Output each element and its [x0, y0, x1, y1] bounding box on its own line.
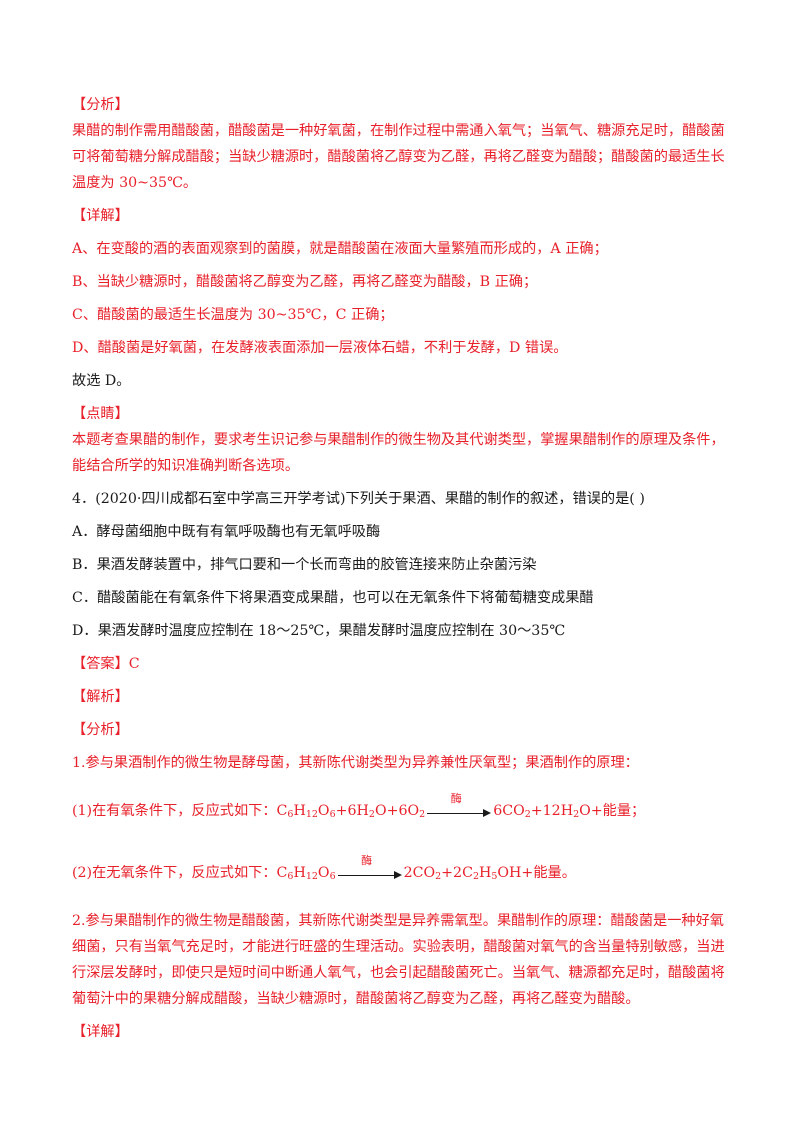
point-2-line-1: 2.参与果醋制作的微生物是醋酸菌，其新陈代谢类型是异养需氧型。果醋制作的原理：醋…	[72, 913, 724, 929]
equation-anaerobic-left: C6H12O6	[276, 865, 336, 882]
reaction-arrow-icon: 酶	[337, 854, 402, 886]
comment-line-2: 能结合所学的知识准确判断各选项。	[72, 458, 300, 474]
reaction-arrow-icon: 酶	[427, 792, 492, 824]
equation-anaerobic-prefix: (2)在无氧条件下，反应式如下：	[72, 865, 277, 881]
question-4-stem: 4．(2020·四川成都石室中学高三开学考试)下列关于果酒、果醋的制作的叙述，错…	[72, 491, 645, 507]
point-2-line-4: 葡萄汁中的果糖分解成醋酸，当缺少糖源时，醋酸菌将乙醇变为乙醛，再将乙醛变为醋酸。	[72, 991, 640, 1007]
analysis-line-2: 可将葡萄糖分解成醋酸；当缺少糖源时，醋酸菌将乙醇变为乙醛，再将乙醛变为醋酸；醋酸…	[72, 149, 725, 165]
equation-anaerobic: (2)在无氧条件下，反应式如下： C6H12O6 酶 2CO2+2C2H5OH+…	[72, 854, 732, 886]
analysis-line-3: 温度为 30~35℃。	[72, 175, 198, 191]
equation-aerobic: (1)在有氧条件下，反应式如下： C6H12O6+6H2O+6O2 酶 6CO2…	[72, 792, 732, 824]
detail-heading-2: 【详解】	[72, 1024, 129, 1040]
answer: 【答案】C	[72, 656, 140, 672]
analysis-line-1: 果醋的制作需用醋酸菌，醋酸菌是一种好氧菌，在制作过程中需通入氧气；当氧气、糖源充…	[72, 123, 725, 139]
equation-aerobic-right: 6CO2+12H2O+能量；	[493, 803, 646, 820]
document-page: 【分析】 果醋的制作需用醋酸菌，醋酸菌是一种好氧菌，在制作过程中需通入氧气；当氧…	[72, 92, 732, 1045]
analysis-heading: 【分析】	[72, 97, 129, 113]
detail-option-d: D、醋酸菌是好氧菌，在发酵液表面添加一层液体石蜡，不利于发酵，D 错误。	[72, 340, 568, 356]
detail-option-a: A、在变酸的酒的表面观察到的菌膜，就是醋酸菌在液面大量繁殖而形成的，A 正确；	[72, 241, 608, 257]
equation-anaerobic-right: 2CO2+2C2H5OH+能量。	[403, 865, 576, 882]
question-4-option-b: B．果酒发酵装置中，排气口要和一个长而弯曲的胶管连接来防止杂菌污染	[72, 557, 537, 573]
point-1: 1.参与果酒制作的微生物是酵母菌，其新陈代谢类型为异养兼性厌氧型；果酒制作的原理…	[72, 755, 639, 771]
comment-heading: 【点睛】	[72, 406, 129, 422]
equation-aerobic-left: C6H12O6+6H2O+6O2	[276, 803, 426, 820]
point-2-line-3: 行深层发酵时，即使只是短时间中断通人氧气，也会引起醋酸菌死亡。当氧气、糖源都充足…	[72, 965, 725, 981]
explain-heading: 【解析】	[72, 689, 129, 705]
detail-option-c: C、醋酸菌的最适生长温度为 30~35℃，C 正确；	[72, 307, 394, 323]
comment-line-1: 本题考查果醋的制作，要求考生识记参与果醋制作的微生物及其代谢类型，掌握果醋制作的…	[72, 432, 725, 448]
question-4-option-a: A．酵母菌细胞中既有有氧呼吸酶也有无氧呼吸酶	[72, 524, 381, 540]
question-4-option-d: D．果酒发酵时温度应控制在 18～25℃，果醋发酵时温度应控制在 30～35℃	[72, 623, 566, 639]
enzyme-label: 酶	[450, 792, 462, 805]
point-2-line-2: 细菌，只有当氧气充足时，才能进行旺盛的生理活动。实验表明，醋酸菌对氧气的含当量特…	[72, 939, 725, 955]
conclusion: 故选 D。	[72, 373, 131, 389]
detail-option-b: B、当缺少糖源时，醋酸菌将乙醇变为乙醛，再将乙醛变为醋酸，B 正确；	[72, 274, 538, 290]
analysis-heading-2: 【分析】	[72, 722, 129, 738]
question-4-option-c: C．醋酸菌能在有氧条件下将果酒变成果醋，也可以在无氧条件下将葡萄糖变成果醋	[72, 590, 594, 606]
detail-heading: 【详解】	[72, 208, 129, 224]
enzyme-label: 酶	[361, 854, 373, 867]
equation-aerobic-prefix: (1)在有氧条件下，反应式如下：	[72, 803, 277, 819]
